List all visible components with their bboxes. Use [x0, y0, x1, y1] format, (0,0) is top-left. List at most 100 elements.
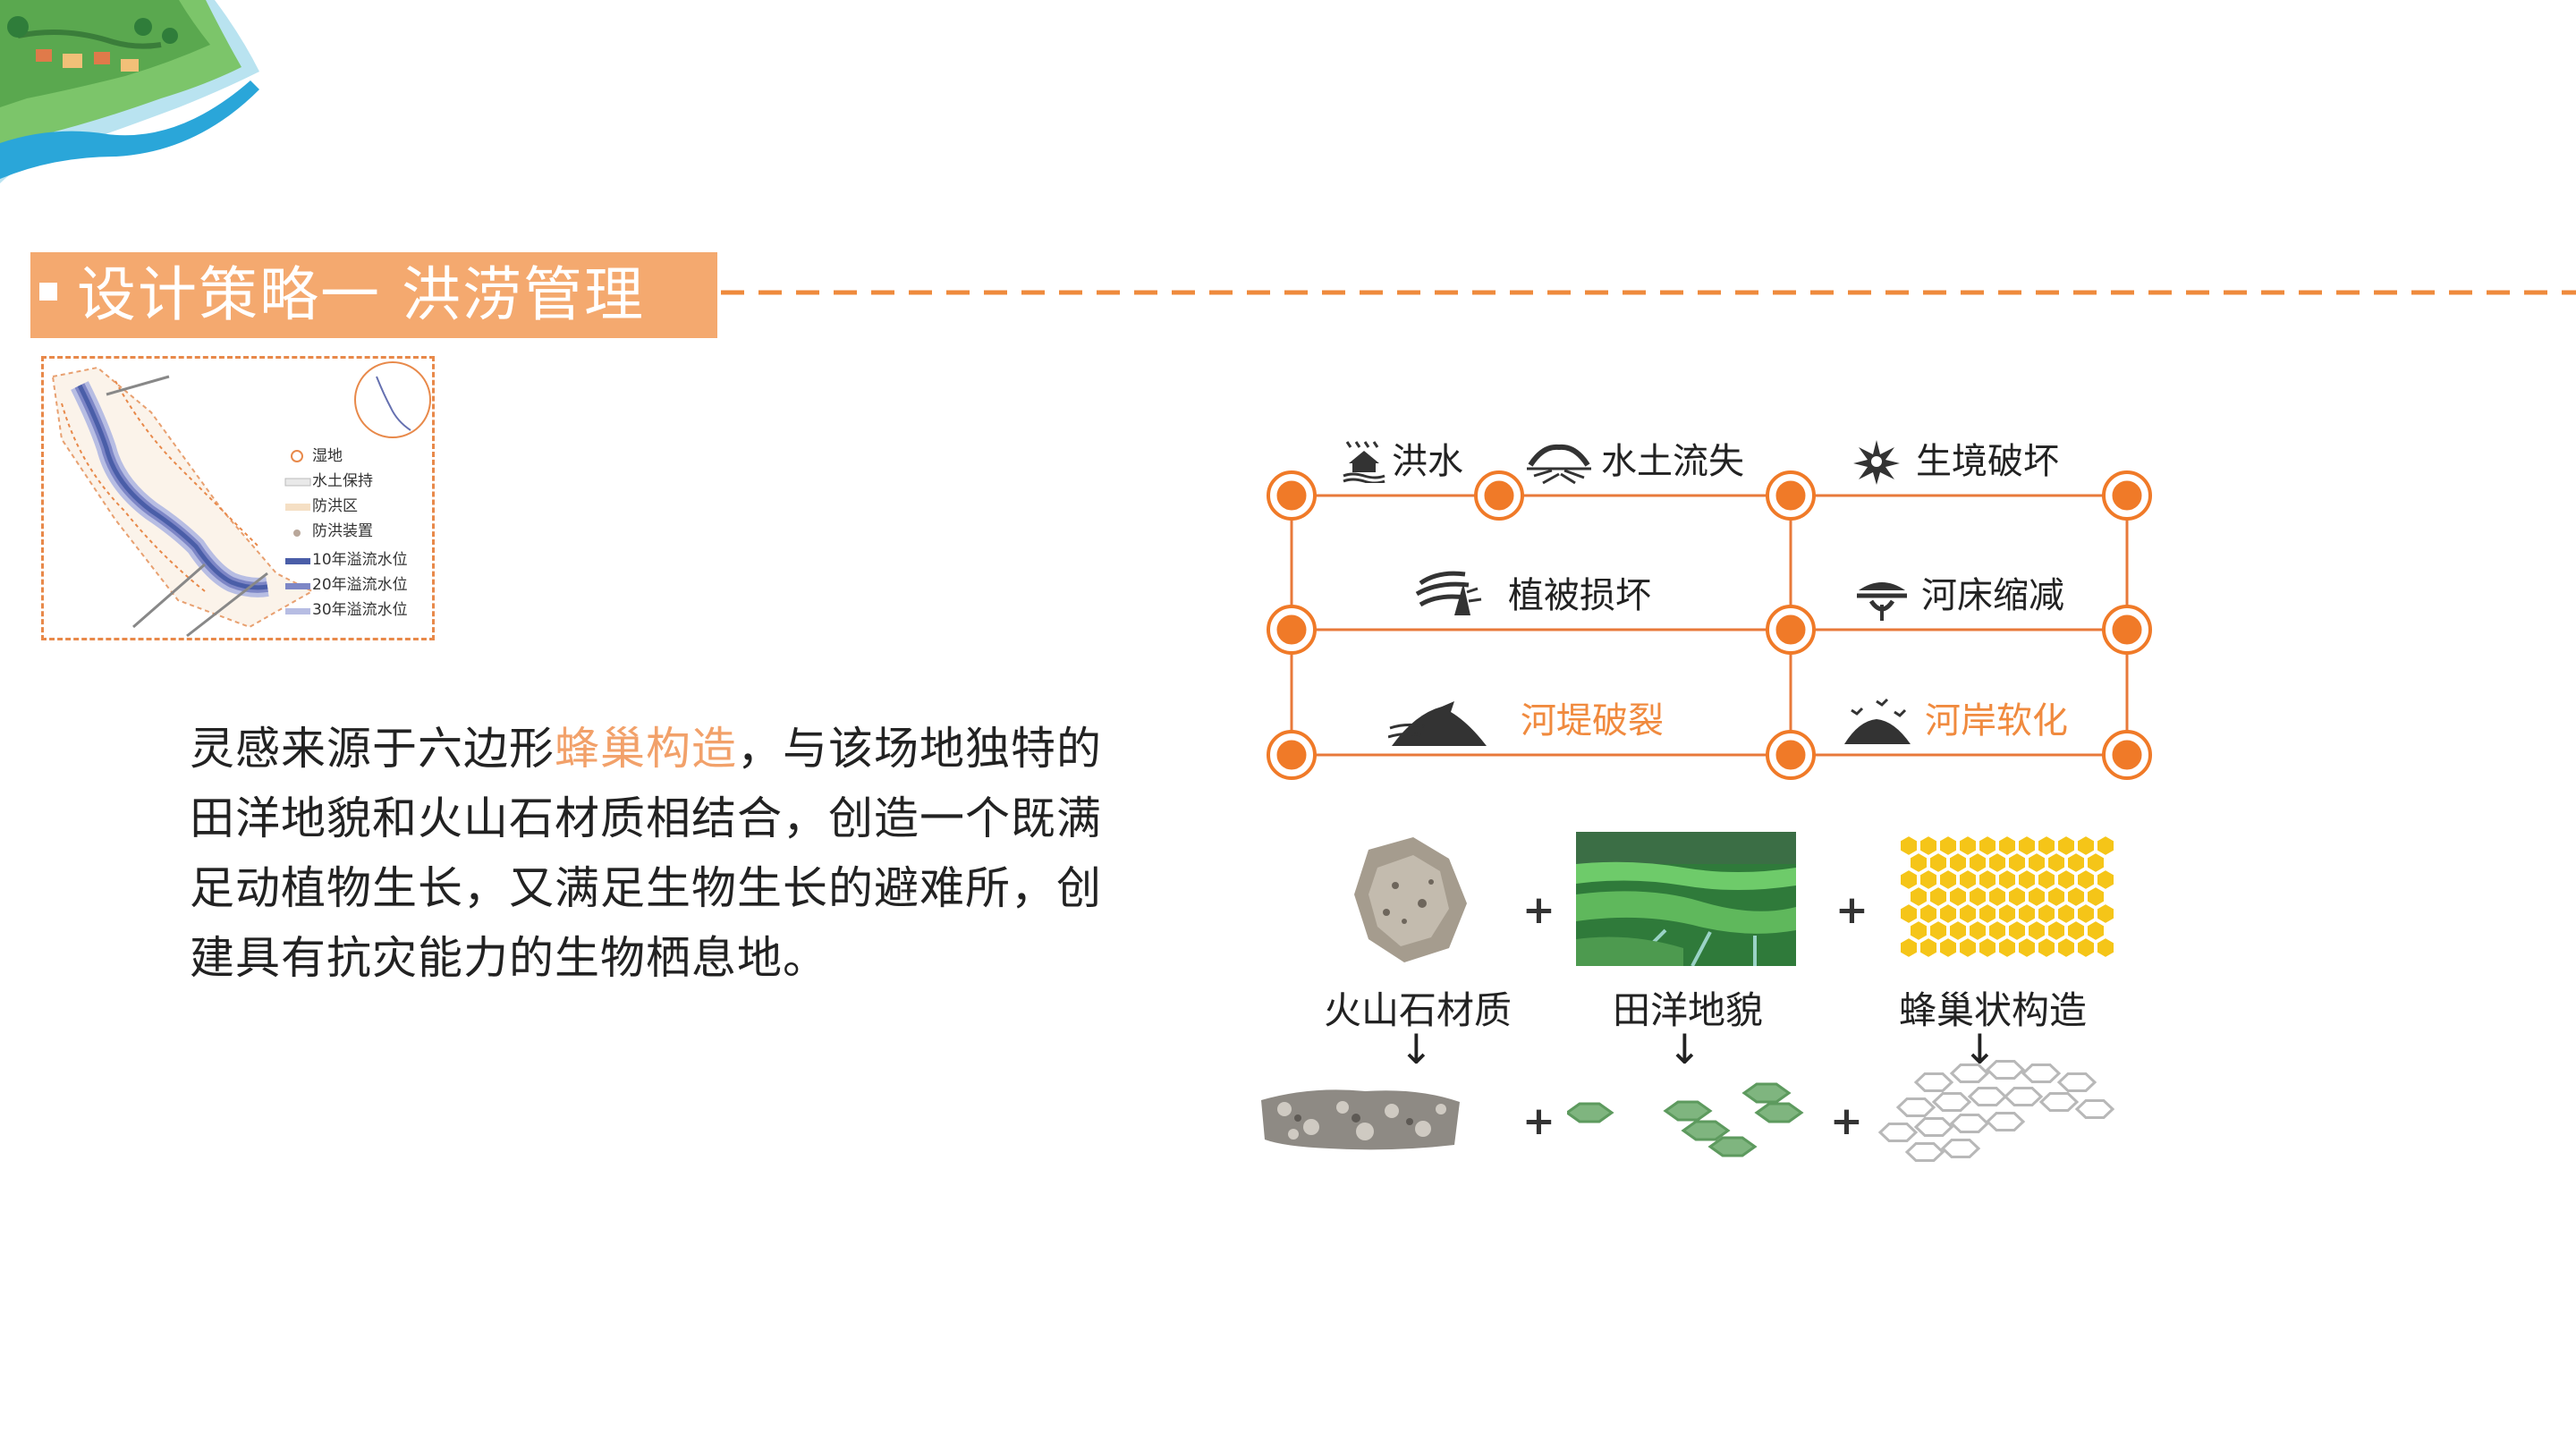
honeycomb-cell: [2076, 936, 2096, 959]
honeycomb-cell: [1938, 869, 1958, 891]
wireframe-cell: [1877, 1123, 1919, 1142]
honeycomb-cell: [2027, 919, 2046, 942]
wireframe-cell: [2003, 1087, 2044, 1106]
honeycomb-cell: [1928, 852, 1948, 874]
issue-label-flood: 洪水: [1392, 441, 1463, 482]
wireframe-cell: [1949, 1114, 1990, 1133]
legend-item-flood-zone: 防洪区: [312, 497, 358, 515]
honeycomb-cell: [1909, 886, 1928, 908]
honeycomb-cell: [2007, 919, 2027, 942]
issue-label-levee-break: 河堤破裂: [1521, 700, 1664, 741]
node-dot: [2102, 470, 2152, 521]
legend-item-30yr-level: 30年溢流水位: [312, 601, 408, 619]
plus-sign: +: [1522, 1098, 1555, 1144]
honeycomb-cell: [1919, 902, 1938, 925]
wireframe-cell: [2074, 1099, 2115, 1119]
node-dot: [1267, 730, 1317, 780]
node-dot: [1766, 730, 1816, 780]
flood-house-icon: [1343, 441, 1385, 483]
honeycomb-cell: [1997, 936, 2017, 959]
volcanic-rock-icon: [1354, 837, 1467, 962]
node-dot: [1267, 470, 1317, 521]
honeycomb-cell: [2076, 869, 2096, 891]
description-part1: 灵感来源于六边形: [190, 723, 555, 775]
honeycomb-cell: [1928, 919, 1948, 942]
honeycomb-cell: [1899, 902, 1919, 925]
honeycomb-cell: [1958, 835, 1978, 857]
honeycomb-cell: [1948, 852, 1968, 874]
down-arrow-icon: ↓: [1667, 1025, 1702, 1073]
honeycomb-cell: [1987, 886, 2007, 908]
node-dot: [1474, 470, 1524, 521]
network-grid: [1267, 470, 2152, 780]
honeycomb-cell: [2037, 835, 2056, 857]
honeycomb-cell: [1968, 852, 1987, 874]
gravel-layer-icon: [1261, 1089, 1460, 1150]
honeycomb-cell: [2076, 902, 2096, 925]
honeycomb-cell: [1978, 869, 1997, 891]
honeycomb-cell: [2007, 886, 2027, 908]
honeycomb-cell: [2027, 886, 2046, 908]
honeycomb-cell: [1978, 835, 1997, 857]
honeycomb-cell: [2056, 869, 2076, 891]
wireframe-cell: [2021, 1063, 2062, 1083]
legend-item-wetland: 湿地: [312, 447, 343, 465]
honeycomb-cell: [2017, 835, 2037, 857]
honeycomb-cell: [1909, 919, 1928, 942]
wireframe-cell: [1985, 1112, 2026, 1131]
honeycomb-cell: [1997, 902, 2017, 925]
wireframe-cell: [1967, 1087, 2008, 1106]
issue-network-diagram: 洪水 水土流失 生境破坏 植被损坏 河床缩减 河堤破裂 河岸软化: [1252, 429, 2191, 787]
river-map-drawing: [51, 361, 431, 638]
node-dot: [1267, 605, 1317, 655]
material-label-honeycomb: 蜂巢状构造: [1898, 988, 2087, 1032]
honeycomb-cell: [1899, 936, 1919, 959]
node-dot: [1766, 470, 1816, 521]
honeycomb-cell: [2056, 835, 2076, 857]
honeycomb-cell: [2037, 869, 2056, 891]
description-paragraph: 灵感来源于六边形蜂巢构造，与该场地独特的田洋地貌和火山石材质相结合，创造一个既满…: [190, 714, 1138, 993]
wireframe-cell: [1913, 1117, 1954, 1137]
issue-label-riverbed-shrink: 河床缩减: [1921, 575, 2064, 616]
title-bullet-icon: [39, 283, 57, 301]
honeycomb-cell: [1997, 869, 2017, 891]
legend-item-20yr-level: 20年溢流水位: [312, 576, 408, 594]
honeycomb-cell: [2096, 902, 2115, 925]
honeycomb-cell: [1899, 869, 1919, 891]
honeycomb-cell: [2096, 869, 2115, 891]
honeycomb-cell: [2037, 936, 2056, 959]
honeycomb-cell: [2046, 919, 2066, 942]
bank-soften-icon: [1844, 698, 1911, 744]
honeycomb-cell: [2086, 919, 2106, 942]
wireframe-cell: [2056, 1072, 2097, 1092]
honeycomb-cell: [1968, 886, 1987, 908]
material-composition: + + 火山石材质 田洋地貌 蜂巢状构造 ↓ ↓ ↓ + +: [1252, 832, 2191, 1190]
issue-label-vegetation-damage: 植被损坏: [1508, 575, 1651, 616]
section-title: 设计策略一 洪涝管理: [77, 260, 645, 329]
issue-label-soil-erosion: 水土流失: [1601, 441, 1744, 482]
honeycomb-cell: [2017, 869, 2037, 891]
habitat-damage-icon: [1853, 440, 1900, 485]
honeycomb-cell: [2027, 852, 2046, 874]
wireframe-honeycomb-icon: [1877, 1060, 2115, 1162]
honeycomb-cell: [2017, 902, 2037, 925]
wireframe-cell: [1949, 1063, 1990, 1083]
legend-item-soil-conservation: 水土保持: [312, 472, 373, 490]
honeycomb-cell: [1899, 835, 1919, 857]
plus-sign: +: [1522, 887, 1555, 933]
wireframe-cell: [1913, 1072, 1954, 1092]
honeycomb-cell: [1928, 886, 1948, 908]
site-map: 湿地 水土保持 防洪区 防洪装置 10年溢流水位 20年溢流水位 30年溢流水位: [41, 356, 435, 640]
honeycomb-cell: [1948, 886, 1968, 908]
honeycomb-cell: [1978, 936, 1997, 959]
honeycomb-cell: [2017, 936, 2037, 959]
riverbed-shrink-icon: [1857, 582, 1907, 621]
honeycomb-cell: [1948, 919, 1968, 942]
node-dot: [2102, 605, 2152, 655]
material-label-field-landscape: 田洋地貌: [1612, 988, 1763, 1032]
landscape-illustration: [0, 0, 259, 183]
honeycomb-cell: [2066, 919, 2086, 942]
issue-label-bank-soften: 河岸软化: [1925, 700, 2068, 741]
levee-break-icon: [1388, 701, 1487, 746]
honeycomb-cell: [2096, 936, 2115, 959]
